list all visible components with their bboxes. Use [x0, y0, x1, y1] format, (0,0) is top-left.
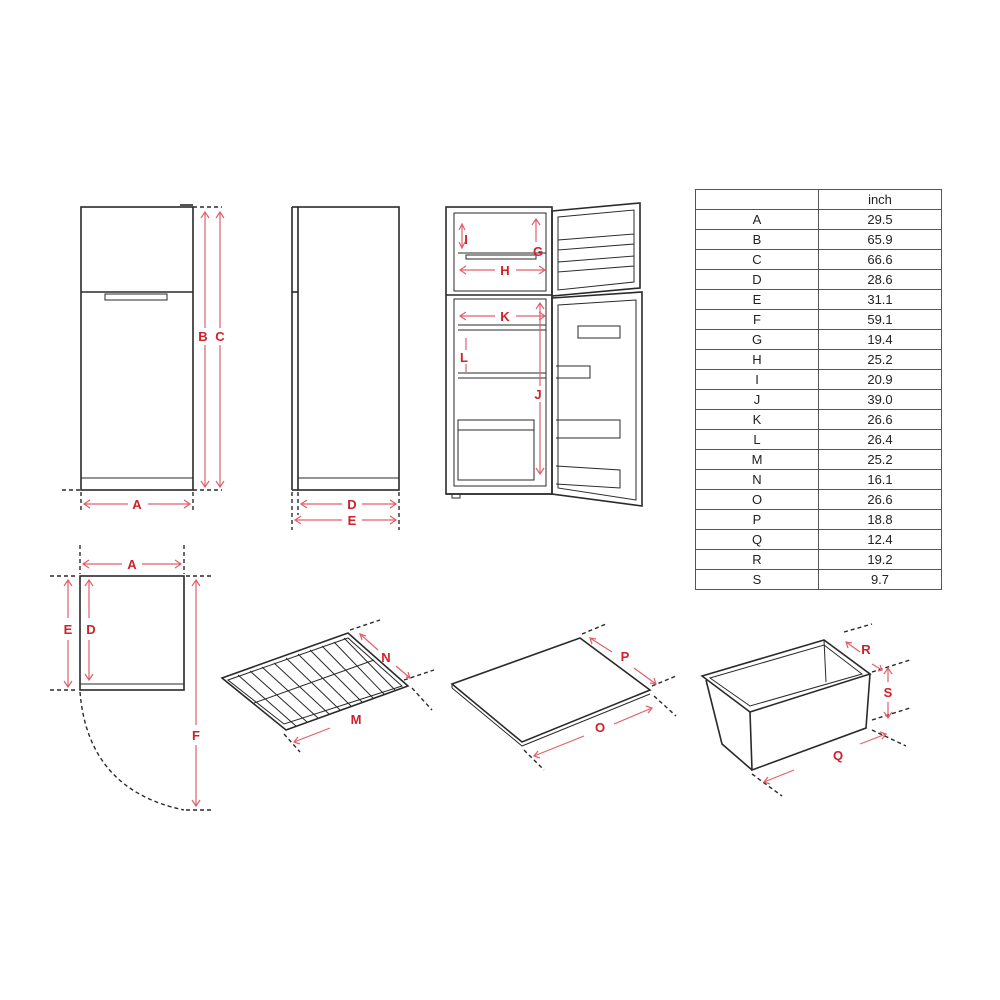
dimension-value: 59.1 — [818, 309, 942, 330]
label-g: G — [533, 244, 543, 259]
dimension-value: 28.6 — [818, 269, 942, 290]
crisper-drawer — [700, 623, 911, 797]
dimension-value: 25.2 — [818, 349, 942, 370]
label-d-top: D — [86, 622, 95, 637]
dimension-value: 26.4 — [818, 429, 942, 450]
dimension-letter: J — [695, 389, 819, 410]
dimension-value: 26.6 — [818, 409, 942, 430]
dimension-letter: D — [695, 269, 819, 290]
dimension-value: 65.9 — [818, 229, 942, 250]
dimension-letter: R — [695, 549, 819, 570]
dimension-value: 29.5 — [818, 209, 942, 230]
dimension-value: 16.1 — [818, 469, 942, 490]
dimension-value: 66.6 — [818, 249, 942, 270]
dimension-letter: A — [695, 209, 819, 230]
label-e-top: E — [64, 622, 73, 637]
dimension-letter: L — [695, 429, 819, 450]
dimension-letter: P — [695, 509, 819, 530]
dimension-value: 19.4 — [818, 329, 942, 350]
label-k: K — [500, 309, 510, 324]
dimension-letter: K — [695, 409, 819, 430]
dimension-letter: N — [695, 469, 819, 490]
label-h: H — [500, 263, 509, 278]
label-a-top: A — [127, 557, 137, 572]
dimension-value: 18.8 — [818, 509, 942, 530]
dimension-value: 20.9 — [818, 369, 942, 390]
dimension-value: 31.1 — [818, 289, 942, 310]
dimension-value: 26.6 — [818, 489, 942, 510]
label-c: C — [215, 329, 225, 344]
side-view — [291, 206, 400, 530]
label-r: R — [861, 642, 871, 657]
dimension-letter: I — [695, 369, 819, 390]
open-fridge-view — [445, 202, 643, 507]
table-header-row: inch — [695, 189, 942, 210]
label-i: I — [464, 232, 468, 247]
top-view — [50, 545, 212, 811]
dimension-letter: Q — [695, 529, 819, 550]
dimension-value: 19.2 — [818, 549, 942, 570]
dimension-letter: E — [695, 289, 819, 310]
front-view — [62, 204, 225, 512]
label-n: N — [381, 650, 390, 665]
dimension-letter: G — [695, 329, 819, 350]
dimension-letter: H — [695, 349, 819, 370]
label-f: F — [192, 728, 200, 743]
dimension-value: 25.2 — [818, 449, 942, 470]
label-a-front: A — [132, 497, 142, 512]
glass-shelf — [450, 623, 677, 771]
dimension-letter: M — [695, 449, 819, 470]
label-s: S — [884, 685, 893, 700]
dimension-letter: B — [695, 229, 819, 250]
dimension-value: 9.7 — [818, 569, 942, 590]
label-j: J — [534, 387, 541, 402]
dimension-value: 12.4 — [818, 529, 942, 550]
table-header-letter — [695, 189, 819, 210]
label-e-side: E — [348, 513, 357, 528]
dimension-letter: O — [695, 489, 819, 510]
label-p: P — [621, 649, 630, 664]
table-header-unit: inch — [818, 189, 942, 210]
wire-shelf — [220, 619, 435, 753]
label-q: Q — [833, 748, 843, 763]
label-m: M — [351, 712, 362, 727]
label-b: B — [198, 329, 207, 344]
label-o: O — [595, 720, 605, 735]
dimension-value: 39.0 — [818, 389, 942, 410]
dimension-letter: C — [695, 249, 819, 270]
label-l: L — [460, 350, 468, 365]
dimension-letter: F — [695, 309, 819, 330]
dimension-letter: S — [695, 569, 819, 590]
label-d-side: D — [347, 497, 356, 512]
